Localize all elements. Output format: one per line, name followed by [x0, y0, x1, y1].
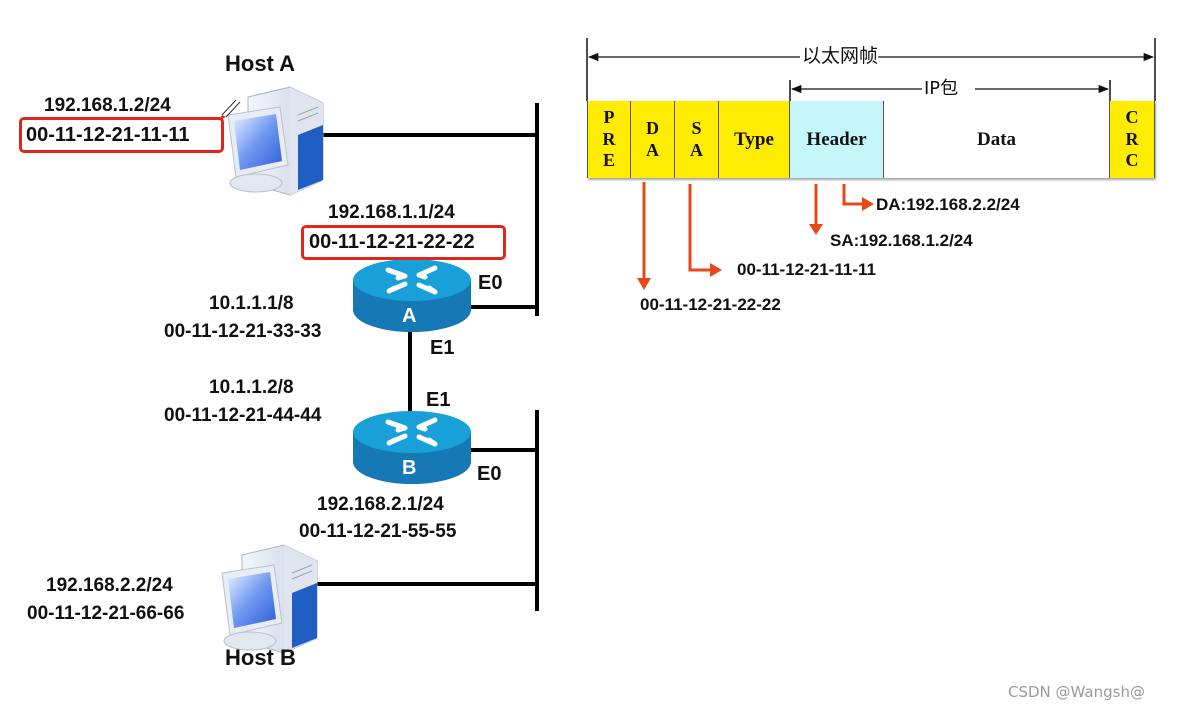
- router-b-label: B: [402, 457, 417, 479]
- router-b-e1-mac: 00-11-12-21-44-44: [164, 405, 322, 426]
- router-b-e1-ip: 10.1.1.2/8: [209, 377, 294, 398]
- router-a-e0-label: E0: [478, 272, 503, 294]
- host-a-ip: 192.168.1.2/24: [44, 95, 171, 116]
- ethernet-frame-label: 以太网帧: [802, 45, 879, 67]
- host-a-title: Host A: [225, 51, 296, 76]
- annotation-da-mac: 00-11-12-21-22-22: [640, 295, 781, 314]
- field-data: Data: [884, 101, 1110, 178]
- router-a-e0-ip: 192.168.1.1/24: [328, 202, 455, 223]
- router-a-e0-mac: 00-11-12-21-22-22: [309, 231, 475, 253]
- router-a-e1-label: E1: [430, 337, 455, 359]
- sa-arrow: [688, 184, 712, 272]
- router-a-e0-mac-highlight: [301, 225, 506, 260]
- annotation-ip-da: DA:192.168.2.2/24: [876, 195, 1020, 214]
- router-a-e1-ip: 10.1.1.1/8: [209, 293, 294, 314]
- host-b-ip: 192.168.2.2/24: [46, 575, 173, 596]
- router-b-e0-label: E0: [477, 463, 502, 485]
- router-a-e1-mac: 00-11-12-21-33-33: [164, 321, 322, 342]
- router-b-e1-label: E1: [426, 389, 451, 411]
- watermark: CSDN @Wangsh@: [1008, 683, 1145, 701]
- host-b-computer-icon: [221, 544, 318, 654]
- router-b-icon: [353, 411, 471, 484]
- host-a-mac-highlight: [19, 117, 224, 153]
- ip-da-arrow: [842, 184, 864, 206]
- host-b-mac: 00-11-12-21-66-66: [27, 603, 185, 624]
- annotation-ip-sa: SA:192.168.1.2/24: [830, 231, 973, 250]
- field-type: Type: [719, 101, 790, 178]
- host-b-title: Host B: [225, 645, 296, 670]
- host-a-computer-icon: [227, 86, 324, 196]
- host-a-mac: 00-11-12-21-11-11: [26, 124, 190, 146]
- arrow-heads: [637, 197, 874, 290]
- router-a-label: A: [402, 305, 417, 327]
- router-b-e0-mac: 00-11-12-21-55-55: [299, 521, 457, 542]
- field-header: Header: [790, 101, 884, 178]
- annotation-arrows: [642, 182, 864, 280]
- ip-packet-label: IP包: [924, 78, 959, 99]
- annotation-sa-mac: 00-11-12-21-11-11: [737, 260, 876, 279]
- router-a-icon: [353, 259, 471, 332]
- router-b-e0-ip: 192.168.2.1/24: [317, 494, 444, 515]
